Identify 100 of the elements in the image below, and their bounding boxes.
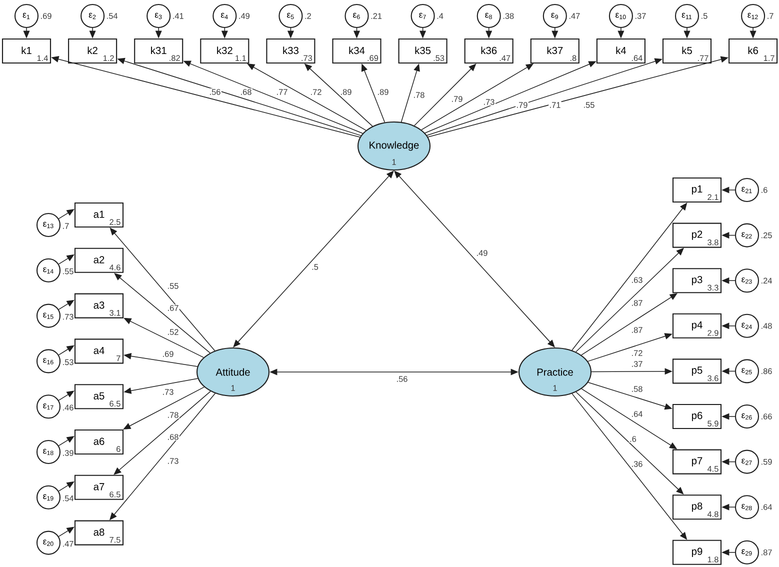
variance-value: 1	[392, 159, 396, 165]
variance-value: .39	[63, 450, 74, 456]
double-arrow	[233, 170, 394, 348]
arrow	[123, 386, 205, 430]
intercept-value: 4.8	[707, 511, 718, 518]
variance-value: .25	[762, 232, 772, 238]
variance-value: .47	[569, 13, 580, 19]
edge-label: .69	[162, 350, 174, 358]
edge-label: .68	[240, 88, 252, 96]
edge-label: .73	[162, 388, 174, 396]
intercept-value: 3.3	[708, 284, 718, 291]
edge-label: .73	[166, 457, 180, 465]
edge-label: .55	[166, 282, 180, 290]
edge-label: .67	[166, 304, 180, 312]
edge-label: .68	[166, 433, 180, 441]
intercept-value: 6.5	[110, 400, 120, 407]
edge-label: .73	[482, 98, 496, 106]
variance-value: .46	[63, 404, 74, 410]
intercept-value: 7.5	[110, 537, 120, 543]
intercept-value: 2.5	[110, 219, 120, 225]
variance-value: .4	[437, 13, 444, 19]
intercept-value: .53	[434, 55, 444, 61]
intercept-value: 3.1	[110, 310, 120, 316]
edge-label: .56	[396, 375, 408, 383]
edge-label: .49	[476, 249, 488, 257]
edge-label: .5	[310, 263, 320, 271]
arrow	[247, 64, 366, 131]
variance-value: .6	[762, 187, 768, 193]
variance-value: .38	[503, 13, 514, 19]
variance-value: .87	[762, 550, 772, 556]
variance-value: .2	[305, 13, 311, 19]
edge-label: .37	[630, 360, 644, 368]
edge-label: .79	[450, 95, 464, 103]
edge-label: .72	[310, 88, 322, 96]
edge-label: .77	[276, 88, 288, 96]
intercept-value: 1.1	[236, 55, 246, 61]
variance-value: .7	[63, 223, 69, 229]
intercept-value: .77	[698, 55, 708, 61]
variance-value: .54	[63, 496, 74, 502]
variance-value: .59	[762, 458, 772, 465]
edge-label: .64	[630, 410, 644, 418]
intercept-value: .73	[302, 55, 312, 61]
intercept-value: .8	[570, 55, 576, 61]
edge-label: .56	[208, 88, 222, 96]
intercept-value: 1.4	[37, 55, 48, 61]
edge-label: .6	[628, 435, 638, 443]
arrow	[414, 64, 476, 126]
variance-value: .21	[371, 13, 382, 19]
intercept-value: .47	[500, 55, 510, 61]
intercept-value: 1.8	[708, 556, 718, 562]
edge-label: .55	[582, 101, 596, 109]
variance-value: .24	[762, 278, 772, 284]
intercept-value: 6.5	[110, 492, 120, 498]
variance-value: 1	[231, 385, 235, 391]
arrow	[110, 228, 216, 352]
intercept-value: 5.9	[708, 420, 718, 426]
edge-label: .58	[630, 385, 644, 393]
variance-value: .55	[63, 268, 74, 274]
intercept-value: 6	[116, 446, 120, 452]
variance-value: .86	[762, 368, 772, 374]
edge-label: .36	[630, 460, 644, 468]
variance-value: .69	[41, 13, 52, 19]
arrow	[114, 390, 211, 475]
variance-value: .5	[702, 13, 708, 19]
variance-value: .48	[762, 323, 772, 329]
edge-label: .79	[516, 101, 528, 109]
intercept-value: .82	[170, 55, 180, 61]
intercept-value: 2.9	[708, 330, 718, 336]
intercept-value: .64	[632, 55, 642, 61]
variance-value: .73	[63, 314, 74, 320]
edge-label: .78	[412, 91, 426, 99]
edge-label: .71	[548, 101, 562, 109]
variance-value: 1	[553, 385, 557, 391]
intercept-value: 1.2	[103, 55, 114, 61]
intercept-value: 4.6	[109, 264, 120, 270]
intercept-value: 4.5	[707, 466, 718, 472]
variance-value: .49	[239, 13, 250, 19]
intercept-value: .69	[368, 55, 378, 61]
intercept-value: 1.7	[764, 55, 774, 61]
edge-label: .72	[630, 349, 644, 357]
edge-label: .78	[166, 411, 180, 419]
double-arrow	[394, 170, 555, 348]
variance-value: .37	[636, 13, 646, 19]
intercept-value: 2.1	[708, 194, 718, 200]
edge-label: .89	[340, 88, 352, 96]
edge-label: .87	[630, 326, 644, 334]
intercept-value: 3.6	[708, 375, 718, 382]
edge-label: .52	[166, 328, 180, 336]
variance-value: .53	[63, 359, 74, 366]
variance-value: .7	[768, 13, 774, 19]
variance-value: .66	[762, 414, 772, 420]
intercept-value: 7	[116, 356, 120, 362]
variance-value: .64	[762, 504, 772, 510]
variance-value: .54	[107, 13, 118, 19]
variance-value: .47	[63, 540, 74, 547]
edge-label: .87	[630, 299, 644, 307]
edge-label: .89	[376, 88, 390, 96]
variance-value: .41	[173, 13, 184, 19]
edge-label: .63	[630, 276, 644, 284]
intercept-value: 3.8	[708, 239, 718, 246]
